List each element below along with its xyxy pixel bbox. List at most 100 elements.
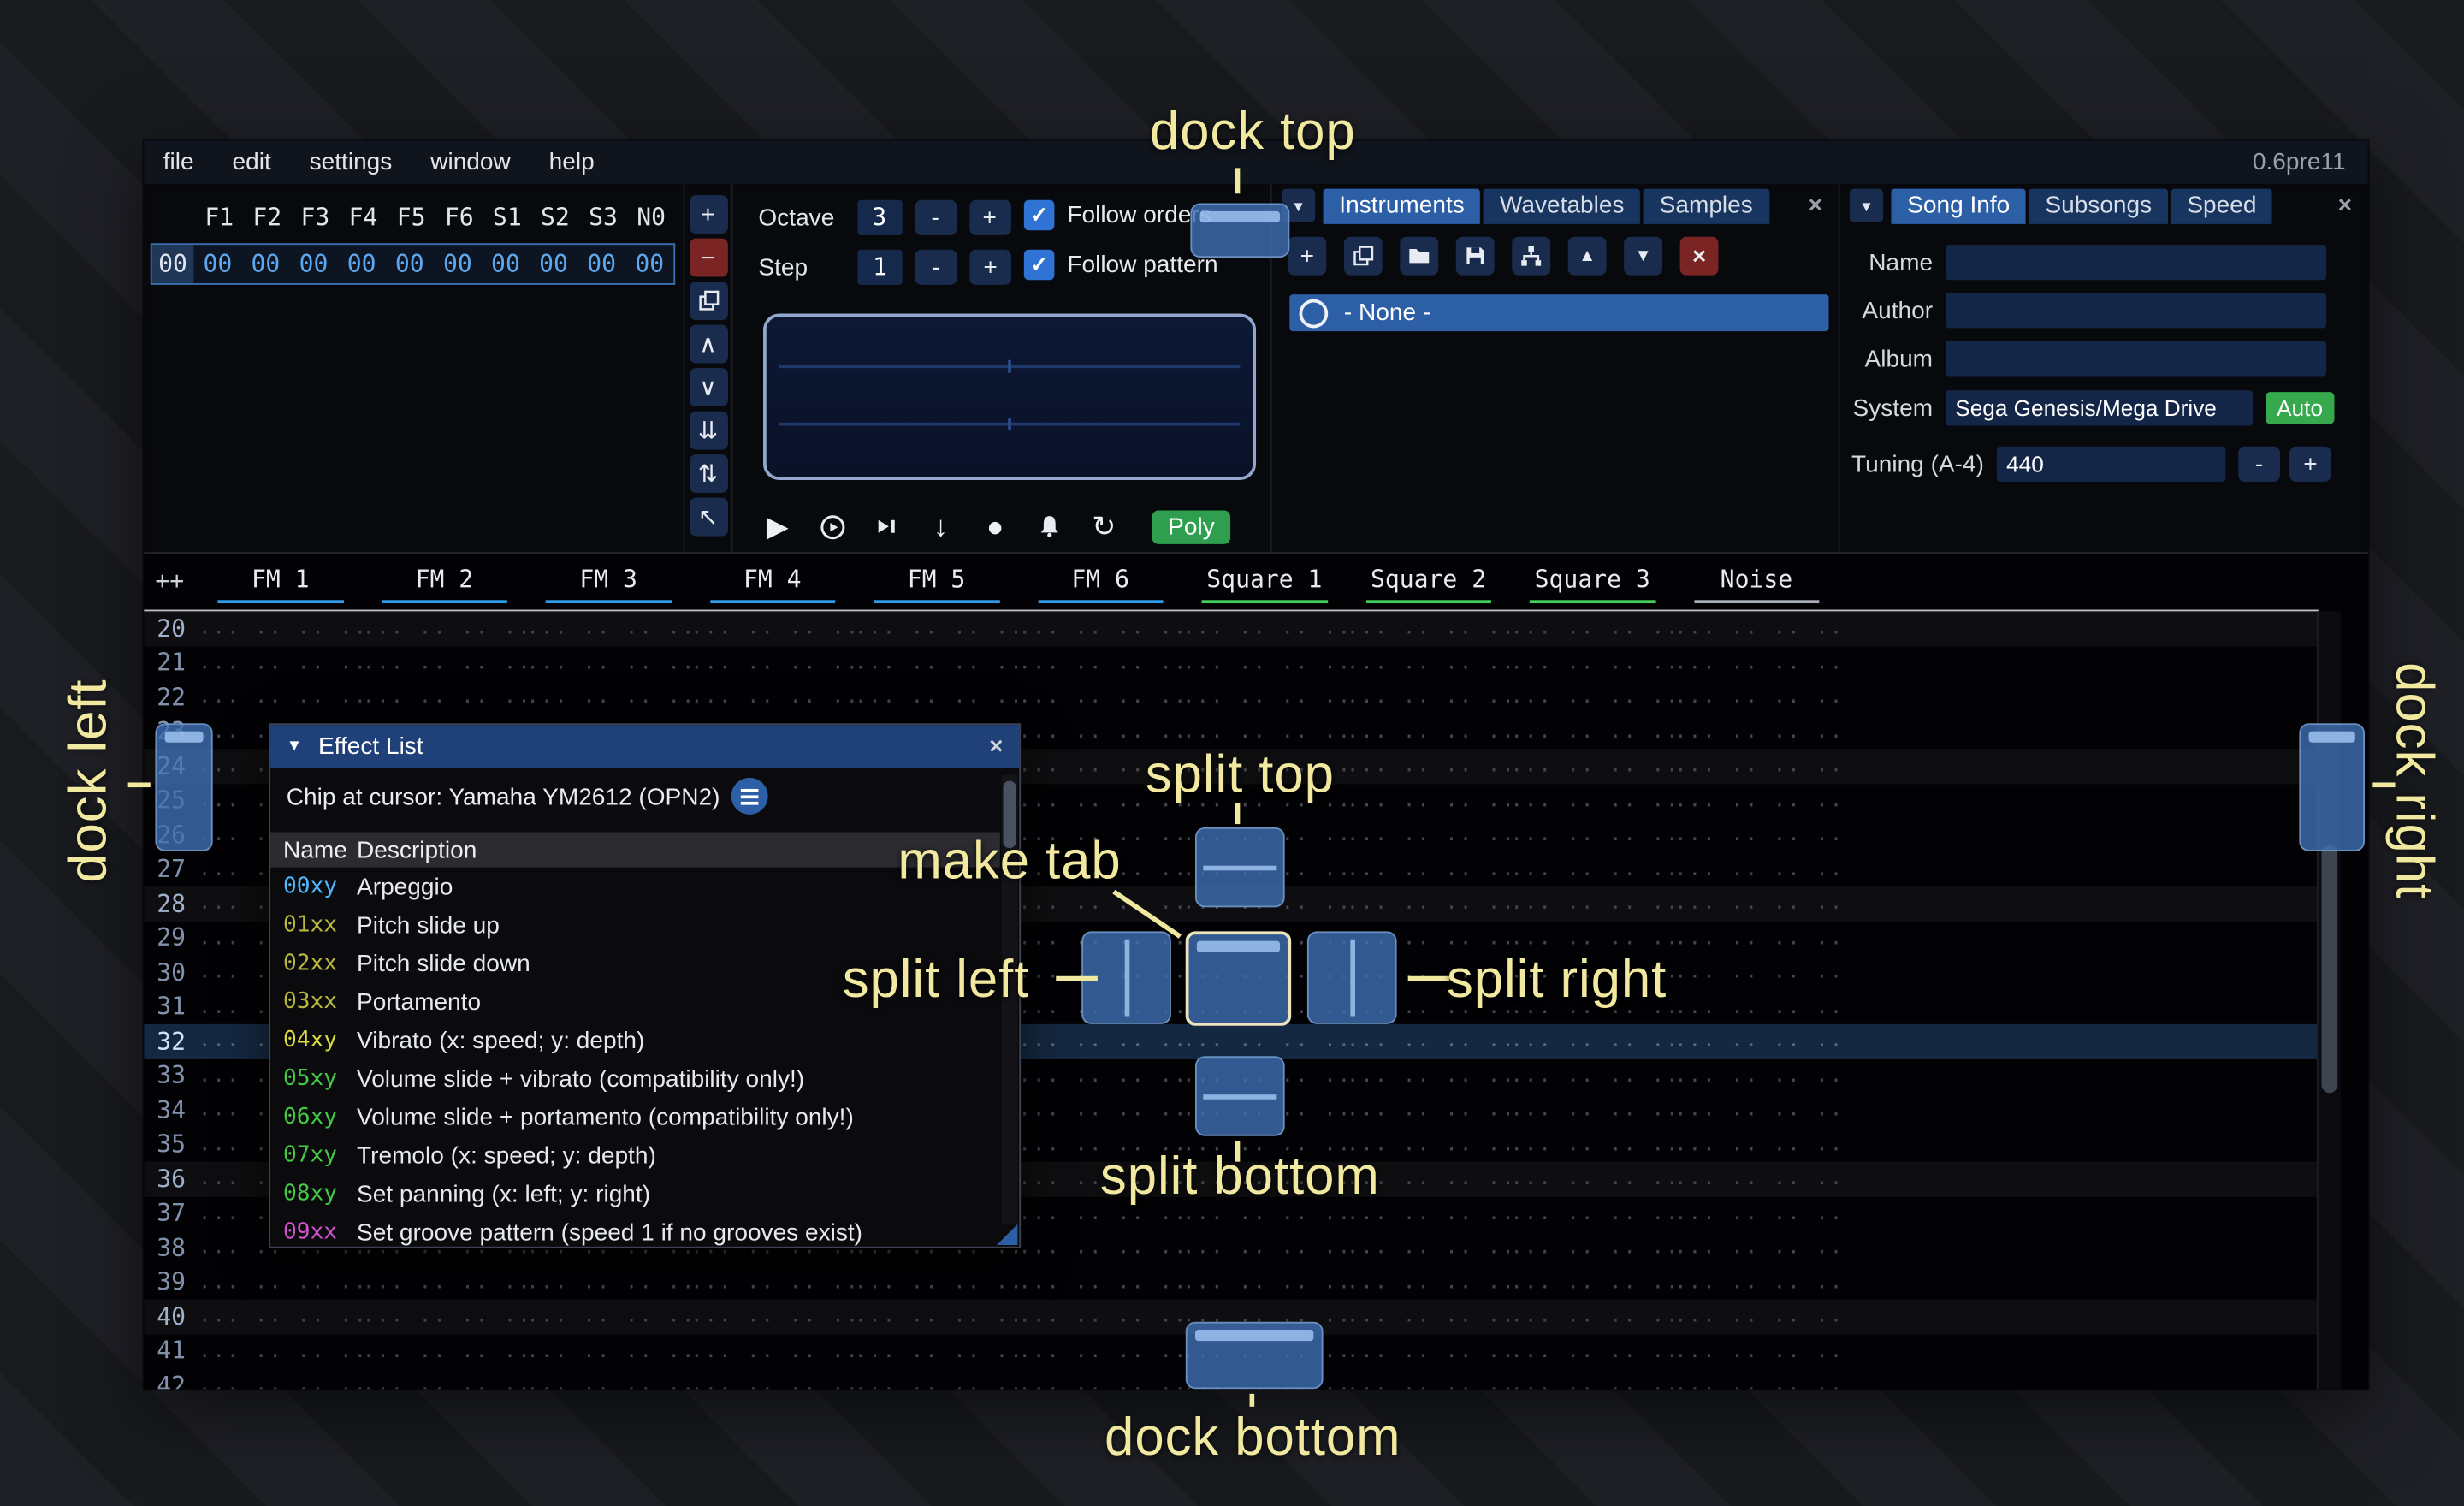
repeat-icon[interactable]: ↻ [1092,509,1116,543]
pattern-cell[interactable]: ... .. .. ... [1510,822,1674,847]
pattern-cell[interactable]: ... .. .. ... [362,685,527,709]
step-decrease-button[interactable]: - [915,249,957,285]
tab-song-info[interactable]: Song Info [1891,187,2026,223]
open-icon[interactable] [1400,236,1439,276]
pattern-cell[interactable]: ... .. .. ... [690,1338,855,1363]
channel-header-square-3[interactable]: Square 3 [1510,565,1674,604]
pattern-cell[interactable]: ... .. .. ... [1346,1236,1511,1260]
pattern-cell[interactable]: ... .. .. ... [1346,685,1511,709]
pattern-cell[interactable]: ... .. .. ... [1674,1166,1839,1191]
pattern-cell[interactable]: ... .. .. ... [1182,754,1347,779]
pattern-cell[interactable]: ... .. .. ... [1018,822,1182,847]
pattern-cell[interactable]: ... .. .. ... [1510,1373,1674,1390]
pattern-cell[interactable]: ... .. .. ... [362,1338,527,1363]
pattern-cell[interactable]: ... .. .. ... [1182,1132,1347,1157]
order-value-cell[interactable]: 00 [539,249,568,279]
pattern-cell[interactable]: ... .. .. ... [1182,788,1347,813]
step-value[interactable]: 1 [857,249,903,285]
pattern-cell[interactable]: ... .. .. ... [1018,1338,1182,1363]
menu-item-edit[interactable]: edit [232,148,271,176]
pattern-cell[interactable]: ... .. .. ... [1510,1064,1674,1088]
pattern-cell[interactable]: ... .. .. ... [1018,1270,1182,1295]
pattern-cell[interactable]: ... .. .. ... [1018,1029,1182,1053]
pattern-cell[interactable]: ... .. .. ... [526,1304,690,1329]
pattern-cell[interactable]: ... .. .. ... [690,1270,855,1295]
pattern-cell[interactable]: ... .. .. ... [1674,1236,1839,1260]
pattern-cell[interactable]: ... .. .. ... [362,1304,527,1329]
pattern-cell[interactable]: ... .. .. ... [1346,754,1511,779]
pattern-cell[interactable]: ... .. .. ... [1346,720,1511,744]
pattern-cell[interactable]: ... .. .. ... [1018,685,1182,709]
pattern-cell[interactable]: ... .. .. ... [1674,926,1839,951]
pattern-cell[interactable]: ... .. .. ... [690,1304,855,1329]
pattern-cell[interactable]: ... .. .. ... [1674,1201,1839,1226]
split-preview-bottom[interactable] [1194,1056,1285,1136]
pattern-cell[interactable]: ... .. .. ... [1510,1338,1674,1363]
resize-grip[interactable] [997,1224,1018,1245]
pattern-cell[interactable]: ... .. .. ... [1510,1201,1674,1226]
pattern-cell[interactable]: ... .. .. ... [1018,1201,1182,1226]
collapse-arrow-icon[interactable] [287,738,303,756]
pattern-cell[interactable]: ... .. .. ... [1674,1338,1839,1363]
pattern-cell[interactable]: ... .. .. ... [1346,788,1511,813]
pattern-cell[interactable]: ... .. .. ... [1018,1373,1182,1390]
pattern-cell[interactable]: ... .. .. ... [1674,1270,1839,1295]
pattern-cell[interactable]: ... .. .. ... [198,685,363,709]
author-input[interactable] [1946,293,2327,329]
radio-icon[interactable] [1299,298,1329,328]
pattern-cell[interactable]: ... .. .. ... [1346,892,1511,916]
pattern-cell[interactable]: ... .. .. ... [526,1338,690,1363]
pattern-cell[interactable]: ... .. .. ... [854,685,1019,709]
swap-icon[interactable]: ⇅ [689,454,727,493]
pattern-cell[interactable]: ... .. .. ... [1674,616,1839,641]
pattern-cell[interactable]: ... .. .. ... [1018,650,1182,675]
cursor-icon[interactable]: ↖ [689,497,727,537]
tab-samples[interactable]: Samples [1643,187,1769,223]
order-value-cell[interactable]: 00 [251,249,281,279]
pattern-cell[interactable]: ... .. .. ... [1346,1201,1511,1226]
pattern-cell[interactable]: ... .. .. ... [1018,892,1182,916]
pattern-cell[interactable]: ... .. .. ... [1182,1270,1347,1295]
order-value-cell[interactable]: 00 [635,249,665,279]
add-icon[interactable]: + [1288,236,1327,276]
pattern-cell[interactable]: ... .. .. ... [1510,788,1674,813]
pattern-cell[interactable]: ... .. .. ... [690,1373,855,1390]
pattern-cell[interactable]: ... .. .. ... [1346,1098,1511,1123]
pattern-cell[interactable]: ... .. .. ... [1510,926,1674,951]
pattern-cell[interactable]: ... .. .. ... [1674,720,1839,744]
step-increase-button[interactable]: + [969,249,1011,285]
channel-header-fm-4[interactable]: FM 4 [690,565,855,604]
pattern-cell[interactable]: ... .. .. ... [198,1270,363,1295]
pattern-cell[interactable]: ... .. .. ... [198,1373,363,1390]
pattern-cell[interactable]: ... .. .. ... [1182,720,1347,744]
octave-value[interactable]: 3 [856,199,902,235]
pattern-cell[interactable]: ... .. .. ... [198,1304,363,1329]
menu-item-settings[interactable]: settings [309,148,393,176]
pattern-cell[interactable]: ... .. .. ... [1346,857,1511,881]
pattern-cell[interactable]: ... .. .. ... [1346,1029,1511,1053]
channel-header-square-1[interactable]: Square 1 [1182,565,1347,604]
effect-list-scrollbar-thumb[interactable] [1003,780,1016,849]
pattern-cell[interactable]: ... .. .. ... [854,650,1019,675]
pattern-cell[interactable]: ... .. .. ... [1674,857,1839,881]
pattern-cell[interactable]: ... .. .. ... [1510,720,1674,744]
pattern-cell[interactable]: ... .. .. ... [1674,1029,1839,1053]
pattern-cell[interactable]: ... .. .. ... [1510,892,1674,916]
pattern-cell[interactable]: ... .. .. ... [1510,1098,1674,1123]
pattern-cell[interactable]: ... .. .. ... [1018,1236,1182,1260]
pattern-cell[interactable]: ... .. .. ... [854,1338,1019,1363]
pattern-cell[interactable]: ... .. .. ... [1018,616,1182,641]
pattern-cell[interactable]: ... .. .. ... [1182,616,1347,641]
pattern-cell[interactable]: ... .. .. ... [1510,960,1674,985]
step-row-icon[interactable]: ↓ [933,509,949,543]
channel-header-square-2[interactable]: Square 2 [1347,565,1511,604]
pattern-cell[interactable]: ... .. .. ... [690,616,855,641]
poly-button[interactable]: Poly [1152,509,1231,543]
close-icon[interactable] [2338,192,2352,219]
pattern-cell[interactable]: ... .. .. ... [1510,1236,1674,1260]
pattern-cell[interactable]: ... .. .. ... [362,1373,527,1390]
move-down-icon[interactable]: ∨ [689,368,727,407]
pattern-cell[interactable]: ... .. .. ... [1346,822,1511,847]
